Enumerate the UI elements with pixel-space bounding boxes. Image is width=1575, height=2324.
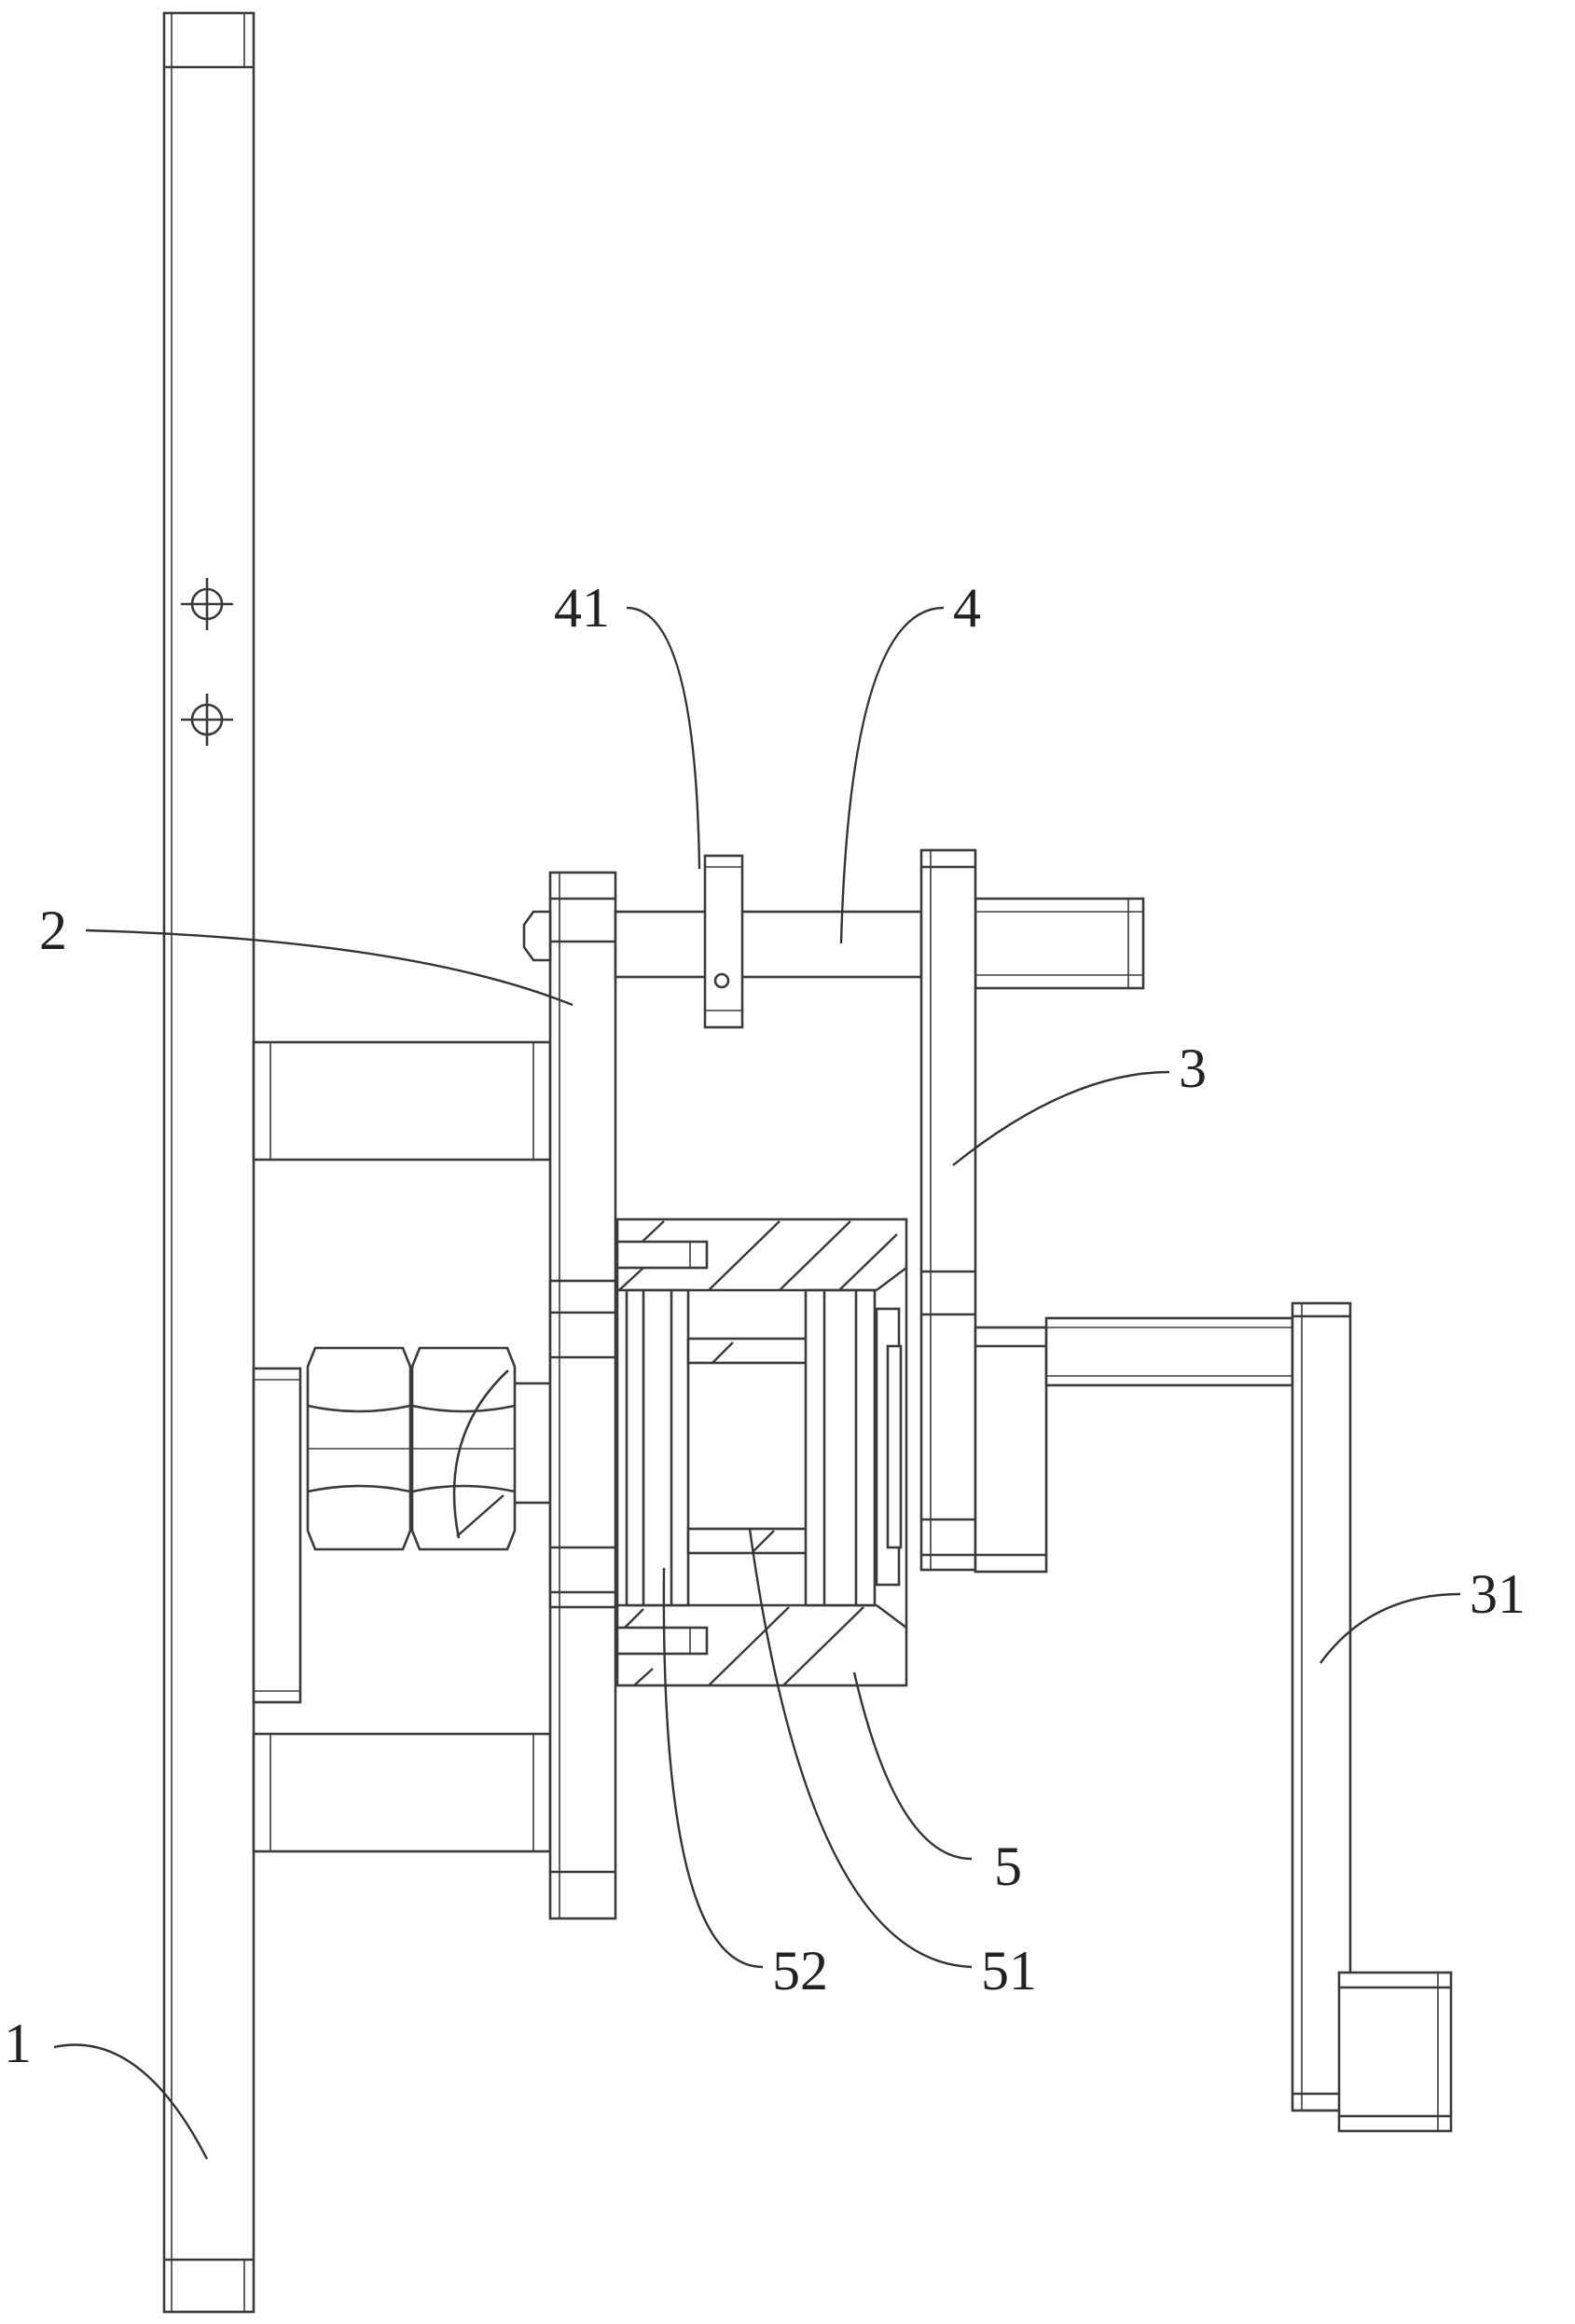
- standoff-upper: [252, 1040, 552, 1162]
- label-4: 4: [953, 577, 981, 639]
- label-1: 1: [4, 2013, 32, 2074]
- label-41: 41: [554, 577, 610, 639]
- part-31-handle: [1291, 1301, 1453, 2133]
- hole-marker: [181, 694, 233, 746]
- right-bearing: [804, 1288, 903, 1607]
- label-3: 3: [1179, 1038, 1207, 1099]
- hole-marker: [181, 578, 233, 630]
- label-2: 2: [39, 900, 67, 961]
- part-1-plate: [162, 11, 256, 2314]
- part-2-plate: [548, 871, 617, 1920]
- label-51: 51: [981, 1940, 1037, 2001]
- part-41-pin: [703, 854, 744, 1029]
- label-31: 31: [1470, 1563, 1526, 1625]
- label-52: 52: [772, 1940, 828, 2001]
- hex-nut-pair: [306, 1346, 558, 1551]
- part-52-bearing: [625, 1288, 690, 1607]
- part-4-shaft: [522, 897, 1145, 990]
- label-5: 5: [994, 1836, 1022, 1897]
- crank-shaft: [974, 1316, 1294, 1574]
- part-3-plate: [919, 848, 977, 1572]
- leader-lines: [53, 606, 1461, 2160]
- standoff-lower: [252, 1732, 552, 1853]
- nut-bracket: [252, 1367, 302, 1704]
